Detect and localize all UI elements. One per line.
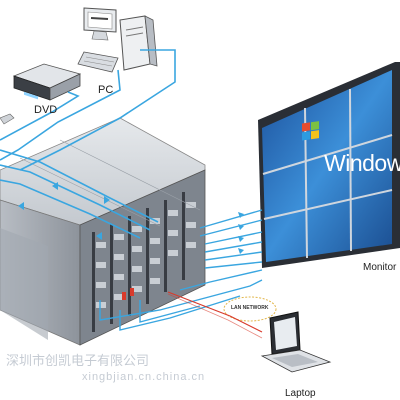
cable-arrows <box>18 182 110 240</box>
laptop-label: Laptop <box>285 388 316 399</box>
input-cables <box>0 49 176 239</box>
dvd-label: DVD <box>34 104 58 116</box>
pc-tower-icon <box>119 15 158 71</box>
output-cables <box>99 209 263 331</box>
keyboard-icon <box>77 51 119 73</box>
laptop-icon <box>260 311 332 373</box>
dvd-player-icon <box>12 63 82 101</box>
video-wall-windows-text: Windows <box>324 150 400 176</box>
video-wall-icon <box>258 62 400 268</box>
pc-monitor-icon <box>83 7 117 41</box>
lan-network-label: LAN NETWORK <box>231 305 269 311</box>
watermark-company: 深圳市创凯电子有限公司 <box>6 354 150 369</box>
matrix-chassis-icon <box>0 117 206 346</box>
lan-cloud-icon <box>223 296 277 322</box>
lan-cable-red <box>167 291 263 333</box>
windows-logo-icon <box>302 121 319 141</box>
watermark-url: xingbjian.cn.china.cn <box>82 371 206 383</box>
monitor-label: Monitor <box>363 262 397 273</box>
pc-label: PC <box>98 84 114 96</box>
